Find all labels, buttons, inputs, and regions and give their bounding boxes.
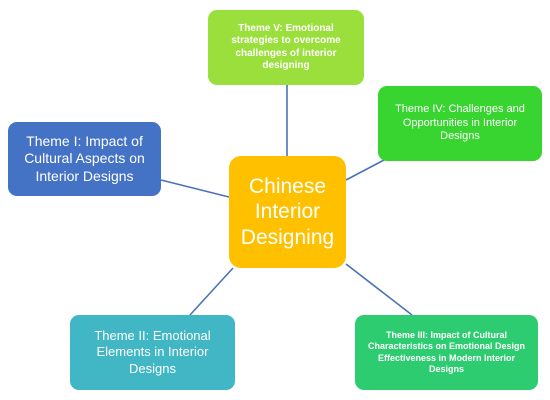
connector-theme2 — [189, 267, 234, 316]
theme-1-node: Theme I: Impact of Cultural Aspects on I… — [8, 122, 161, 196]
theme-3-node: Theme III: Impact of Cultural Characteri… — [355, 315, 538, 390]
connector-theme1 — [160, 179, 230, 198]
theme-2-label: Theme II: Emotional Elements in Interior… — [94, 328, 211, 376]
theme-5-label: Theme V: Emotional strategies to overcom… — [231, 22, 341, 72]
connector-theme3 — [345, 263, 413, 316]
theme-1-label: Theme I: Impact of Cultural Aspects on I… — [24, 132, 145, 184]
theme-4-node: Theme IV: Challenges and Opportunities i… — [378, 86, 542, 161]
central-topic-label: Chinese Interior Designing — [240, 175, 335, 249]
theme-5-node: Theme V: Emotional strategies to overcom… — [208, 10, 364, 85]
theme-4-label: Theme IV: Challenges and Opportunities i… — [395, 102, 525, 143]
central-topic-node: Chinese Interior Designing — [229, 156, 346, 268]
theme-3-label: Theme III: Impact of Cultural Characteri… — [367, 330, 526, 374]
connector-theme4 — [345, 159, 385, 181]
theme-2-node: Theme II: Emotional Elements in Interior… — [70, 315, 235, 390]
